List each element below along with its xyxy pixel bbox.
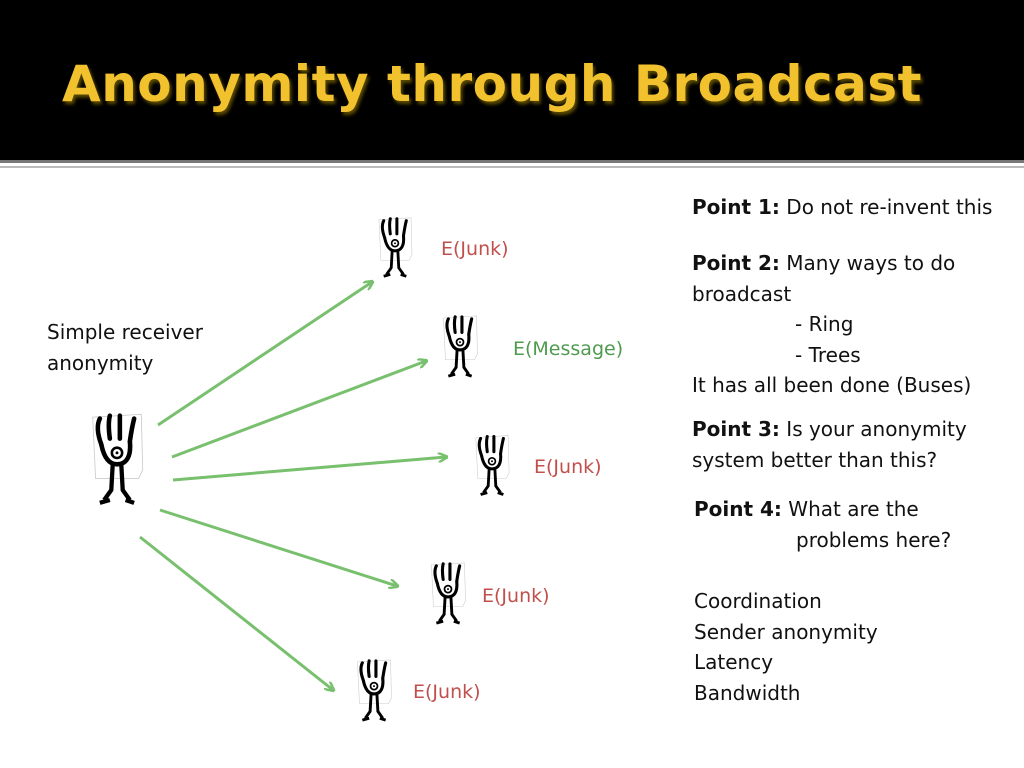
point-4: Point 4: What are the problems here?	[694, 494, 951, 555]
stick-figure-icon	[378, 217, 413, 278]
point-4-head: Point 4:	[694, 497, 782, 521]
stick-figure-icon	[431, 562, 466, 625]
problem-item: Latency	[694, 650, 774, 674]
arrow-to-receiver-2	[171, 361, 426, 459]
title-bar: Anonymity through Broadcast	[0, 0, 1024, 160]
point-2: Point 2: Many ways to do broadcast - Rin…	[692, 248, 971, 401]
sender-figure	[88, 410, 146, 510]
point-2-head: Point 2:	[692, 251, 780, 275]
stick-figure-icon	[357, 659, 392, 722]
point-1-text: Do not re-invent this	[786, 195, 993, 219]
slide-title: Anonymity through Broadcast	[62, 55, 923, 113]
point-2-line-2: broadcast	[692, 281, 792, 306]
receiver-figure-4	[428, 560, 468, 628]
point-4-line-2: problems here?	[796, 527, 952, 552]
point-1: Point 1: Do not re-invent this	[692, 192, 992, 223]
point-2-ring: - Ring	[795, 312, 854, 336]
receiver-figure-3	[473, 432, 511, 500]
stick-figure-icon	[92, 413, 144, 505]
receiver-label-1: E(Junk)	[441, 238, 509, 260]
problem-item: Sender anonymity	[694, 619, 878, 644]
arrow-to-receiver-3	[172, 457, 446, 482]
sender-label-line-2: anonymity	[47, 350, 154, 375]
divider	[0, 166, 1024, 168]
problem-item: Bandwidth	[694, 680, 801, 705]
receiver-figure-5	[354, 657, 394, 725]
receiver-figure-2	[440, 313, 480, 381]
receiver-label-4: E(Junk)	[482, 585, 550, 607]
receiver-label-2: E(Message)	[513, 338, 624, 360]
sender-label-line-1: Simple receiver	[47, 320, 203, 344]
divider	[0, 160, 1024, 163]
stick-figure-icon	[443, 315, 478, 378]
point-2-text: Many ways to do	[786, 251, 956, 275]
point-3-line-2: system better than this?	[692, 447, 938, 472]
receiver-label-5: E(Junk)	[413, 681, 481, 703]
point-3-head: Point 3:	[692, 417, 780, 441]
point-3: Point 3: Is your anonymity system better…	[692, 414, 967, 475]
arrow-to-receiver-4	[159, 508, 397, 586]
problems-list: Coordination Sender anonymity Latency Ba…	[694, 586, 878, 708]
receiver-label-3: E(Junk)	[534, 456, 602, 478]
point-3-text: Is your anonymity	[786, 417, 967, 441]
problem-item: Coordination	[694, 589, 822, 613]
point-4-text: What are the	[788, 497, 919, 521]
sender-label: Simple receiver anonymity	[47, 317, 203, 378]
arrow-to-receiver-5	[139, 535, 333, 690]
arrow-to-receiver-1	[157, 282, 372, 427]
point-2-trees: - Trees	[795, 342, 861, 367]
stick-figure-icon	[475, 435, 510, 496]
point-2-done: It has all been done (Buses)	[692, 373, 972, 397]
receiver-figure-1	[376, 215, 414, 281]
point-1-head: Point 1:	[692, 195, 780, 219]
